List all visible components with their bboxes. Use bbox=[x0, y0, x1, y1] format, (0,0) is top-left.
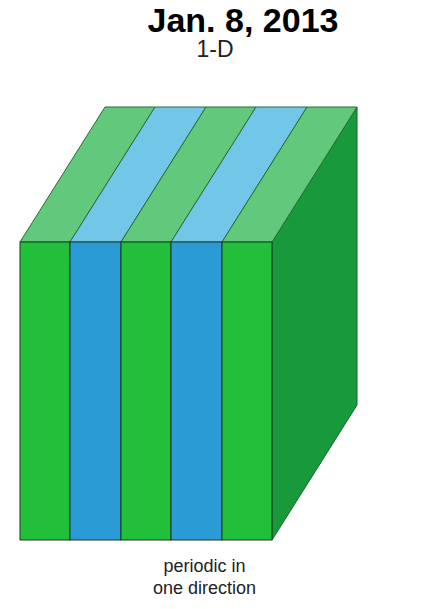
figure-caption: periodic in one direction bbox=[147, 556, 262, 599]
front-stripe-green bbox=[222, 242, 272, 540]
front-stripe-green bbox=[20, 242, 70, 540]
front-stripe-green bbox=[121, 242, 171, 540]
front-stripe-blue bbox=[171, 242, 222, 540]
date-label: Jan. 8, 2013 bbox=[58, 0, 428, 41]
figure-heading: 1-D bbox=[140, 36, 290, 64]
front-stripe-blue bbox=[70, 242, 121, 540]
top-stripe-green bbox=[222, 107, 357, 242]
